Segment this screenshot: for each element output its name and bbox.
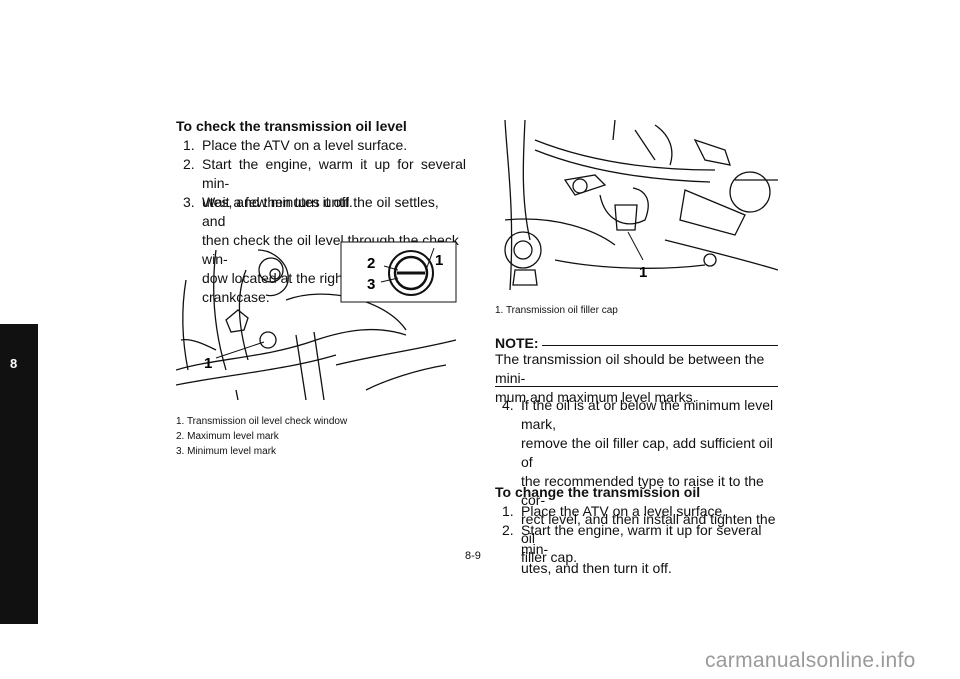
caption-left-2: 2. Maximum level mark bbox=[176, 431, 279, 442]
note-rule-top bbox=[542, 345, 778, 346]
callout-1-right: 1 bbox=[639, 264, 647, 281]
callout-1-inset: 1 bbox=[435, 252, 443, 269]
note-rule-bottom bbox=[495, 386, 778, 387]
callout-2: 2 bbox=[367, 255, 375, 272]
heading-change-oil: To change the transmission oil bbox=[495, 484, 701, 500]
step-1: 1. Place the ATV on a level surface. bbox=[183, 137, 408, 153]
oil-check-window-illustration: 1 2 3 1 bbox=[176, 241, 457, 400]
caption-right: 1. Transmission oil filler cap bbox=[495, 305, 618, 316]
step-2: 2. Start the engine, warm it up for seve… bbox=[183, 156, 466, 210]
note-title: NOTE: bbox=[495, 335, 539, 351]
caption-left-1: 1. Transmission oil level check window bbox=[176, 416, 348, 427]
callout-3: 3 bbox=[367, 276, 375, 293]
step-4: 4. If the oil is at or below the minimum… bbox=[502, 397, 776, 565]
watermark: carmanualsonline.info bbox=[705, 649, 916, 672]
caption-left-3: 3. Minimum level mark bbox=[176, 446, 277, 457]
note-body: The transmission oil should be between t… bbox=[495, 351, 765, 405]
section-tab-number: 8 bbox=[10, 356, 18, 371]
step2-1: 1. Place the ATV on a level surface. bbox=[502, 503, 727, 519]
step2-2: 2. Start the engine, warm it up for seve… bbox=[502, 522, 762, 576]
oil-filler-cap-illustration: 1 bbox=[504, 120, 778, 291]
callout-1-left: 1 bbox=[204, 355, 212, 372]
section-tab bbox=[0, 324, 38, 624]
heading-check-oil: To check the transmission oil level bbox=[176, 118, 407, 134]
page-number: 8-9 bbox=[465, 550, 481, 562]
